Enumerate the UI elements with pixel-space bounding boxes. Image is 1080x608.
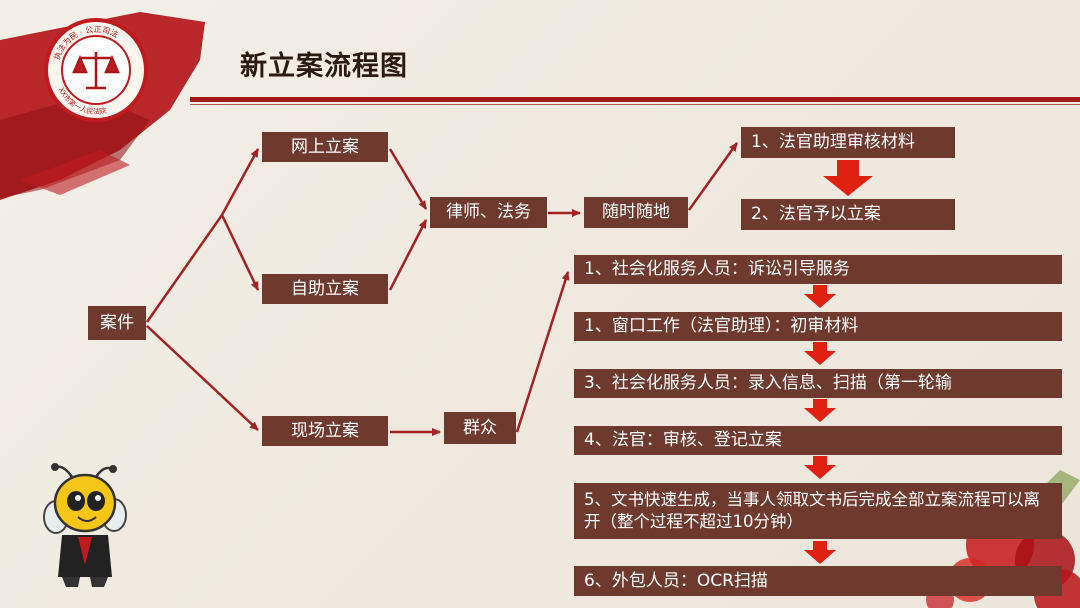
down-arrow-step2 [804, 342, 836, 365]
arrow-online-to-lawyer [388, 148, 428, 210]
arrow-case-to-onsite [146, 325, 259, 431]
down-arrow-step5 [804, 541, 836, 564]
node-public: 群众 [444, 412, 516, 444]
down-arrow-step3 [804, 399, 836, 422]
title-rule-thin [190, 104, 1080, 105]
online-step-1: 1、法官助理审核材料 [741, 127, 955, 158]
onsite-step-1: 1、社会化服务人员：诉讼引导服务 [574, 255, 1062, 284]
node-self-service-filing: 自助立案 [262, 274, 388, 304]
page-title: 新立案流程图 [240, 51, 408, 82]
arrow-case-to-online [145, 148, 260, 323]
down-arrow-step4 [804, 456, 836, 479]
scales-of-justice-icon [72, 52, 120, 90]
arrow-self-to-lawyer [388, 219, 428, 291]
arrow-branch-to-self [220, 214, 260, 291]
node-case: 案件 [88, 306, 146, 340]
online-step-2: 2、法官予以立案 [741, 199, 955, 230]
title-rule [190, 97, 1080, 102]
onsite-step-3: 3、社会化服务人员：录入信息、扫描（第一轮输 [574, 369, 1062, 398]
down-arrows [804, 160, 873, 564]
down-arrow-online [823, 160, 873, 196]
onsite-step-6: 6、外包人员：OCR扫描 [574, 566, 1062, 596]
node-onsite-filing: 现场立案 [262, 416, 388, 446]
node-online-filing: 网上立案 [262, 132, 388, 162]
onsite-step-5: 5、文书快速生成，当事人领取文书后完成全部立案流程可以离开（整个过程不超过10分… [574, 483, 1062, 539]
court-seal: 执法为民 · 公正司法 XX市第一人民法院 [0, 0, 200, 144]
onsite-step-4: 4、法官：审核、登记立案 [574, 426, 1062, 455]
down-arrow-step1 [804, 285, 836, 308]
arrow-anytime-to-step1 [687, 142, 739, 211]
onsite-step-2: 1、窗口工作（法官助理）：初审材料 [574, 312, 1062, 341]
node-anytime-anywhere: 随时随地 [584, 197, 688, 228]
arrow-public-to-steps [515, 271, 570, 433]
node-lawyer-legal: 律师、法务 [430, 197, 547, 228]
